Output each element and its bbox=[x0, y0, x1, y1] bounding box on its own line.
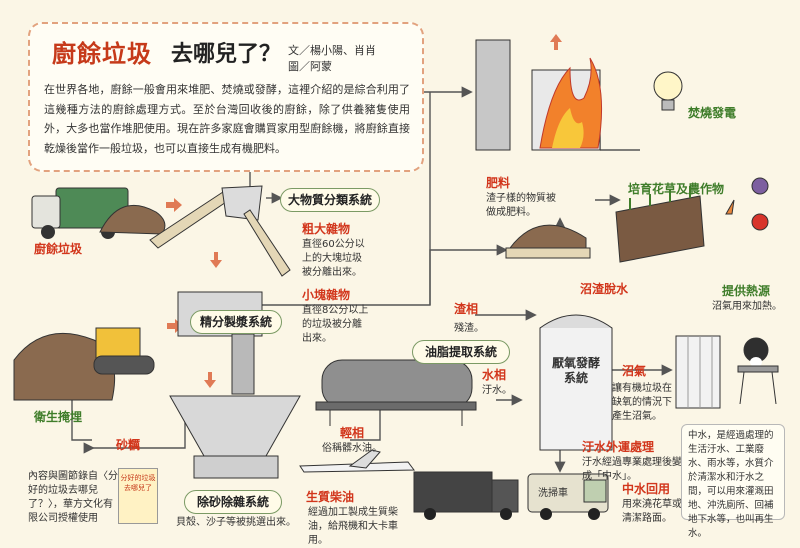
grit-funnel bbox=[169, 395, 301, 479]
sweeper-truck-label: 洗掃車 bbox=[538, 488, 568, 499]
label-biogas: 沼氣 bbox=[622, 364, 647, 378]
fertilizer-desc: 渣子樣的物質被做成肥料。 bbox=[486, 193, 556, 218]
biogas-desc: 讓有機垃圾在缺氧的情況下產生沼氣。 bbox=[612, 383, 672, 422]
sewage-desc: 汙水經過專業處理後變成「中水」。 bbox=[582, 457, 682, 482]
incinerator-illustration bbox=[475, 39, 603, 151]
label-small-debris: 小塊雜物 bbox=[302, 288, 351, 302]
label-fertilizer: 肥料 bbox=[486, 176, 511, 190]
grit-removal-desc: 貝殼、沙子等被挑選出來。 bbox=[176, 517, 296, 528]
label-grow-crops: 培育花草及農作物 bbox=[628, 182, 725, 196]
garbage-truck-illustration bbox=[31, 187, 166, 239]
heat-desc: 沼氣用來加熱。 bbox=[712, 301, 782, 312]
pulping-machine bbox=[177, 291, 263, 395]
anaerobic-tank bbox=[539, 314, 613, 451]
small-debris-desc: 直徑8公分以上的垃圾被分離出來。 bbox=[302, 305, 369, 344]
street-sweeper-illustration bbox=[527, 473, 609, 520]
system-pulping: 精分製漿系統 bbox=[190, 310, 282, 334]
light-bulb-icon bbox=[653, 71, 683, 111]
title-suffix: 去哪兒了？ bbox=[171, 42, 282, 67]
label-landfill: 衛生掩埋 bbox=[34, 410, 83, 424]
label-sewage: 汙水外運處理 bbox=[582, 440, 655, 454]
label-food-waste: 廚餘垃圾 bbox=[34, 242, 83, 256]
conveyor-illustration bbox=[149, 185, 291, 277]
biodiesel-desc: 經過加工製成生質柴油，給飛機和大卡車用。 bbox=[308, 507, 398, 546]
label-biogas-dewater: 沼渣脫水 bbox=[580, 282, 629, 296]
water-desc: 汙水。 bbox=[482, 385, 512, 396]
label-light-phase: 輕相 bbox=[340, 426, 365, 440]
illustrator-line: 圖／阿蒙 bbox=[288, 60, 332, 73]
residue-desc: 殘渣。 bbox=[454, 323, 484, 334]
label-reclaimed: 中水回用 bbox=[622, 482, 671, 496]
author-line: 文／楊小陽、肖肖 bbox=[288, 44, 376, 57]
line-light bbox=[350, 410, 381, 441]
intro-box bbox=[28, 22, 424, 172]
light-phase-desc: 俗稱髒水油。 bbox=[322, 443, 382, 454]
label-residue: 渣相 bbox=[454, 302, 479, 316]
book-cover: 分好的垃圾去哪兒了 bbox=[118, 468, 158, 524]
crop-field-illustration bbox=[615, 177, 769, 263]
label-water: 水相 bbox=[482, 368, 507, 382]
label-coarse: 粗大雜物 bbox=[302, 222, 351, 236]
reclaimed-water-note: 中水，是經過處理的生活汙水、工業廢水、雨水等，水質介於清潔水和汙水之間，可以用來… bbox=[681, 424, 785, 539]
line-grit bbox=[83, 420, 186, 454]
coarse-desc: 直徑60公分以上的大塊垃圾被分離出來。 bbox=[302, 239, 365, 278]
intro-paragraph: 在世界各地，廚餘一般會用來堆肥、焚燒或發酵，這裡介紹的是綜合利用了這幾種方法的廚… bbox=[44, 83, 410, 155]
label-biodiesel: 生質柴油 bbox=[306, 490, 355, 504]
title-main: 廚餘垃圾 bbox=[52, 40, 152, 68]
label-grit: 砂糲 bbox=[116, 438, 141, 452]
label-incineration: 焚燒發電 bbox=[688, 106, 737, 120]
bird-on-stool-illustration bbox=[737, 337, 779, 405]
reclaimed-desc: 用來澆花草或清潔路面。 bbox=[622, 499, 682, 524]
cargo-truck-illustration bbox=[413, 471, 519, 520]
airplane-illustration bbox=[299, 449, 415, 473]
centrifuge-illustration bbox=[315, 359, 477, 426]
credit-text: 內容與圖節錄自〈分好的垃圾去哪兒了？〉，華方文化有限公司授權使用 bbox=[28, 471, 118, 524]
system-oil: 油脂提取系統 bbox=[412, 340, 510, 364]
label-tank: 厭氧發酵系統 bbox=[551, 356, 600, 385]
line-landfill bbox=[71, 400, 92, 441]
system-grit: 除砂除雜系統 bbox=[184, 490, 282, 514]
fertilizer-illustration bbox=[505, 224, 591, 259]
radiator-illustration bbox=[675, 335, 721, 409]
bulldozer-illustration bbox=[13, 327, 155, 401]
line-to-fertilizer bbox=[262, 244, 508, 306]
label-heat: 提供熱源 bbox=[722, 284, 771, 298]
system-sorting: 大物質分類系統 bbox=[280, 188, 380, 212]
